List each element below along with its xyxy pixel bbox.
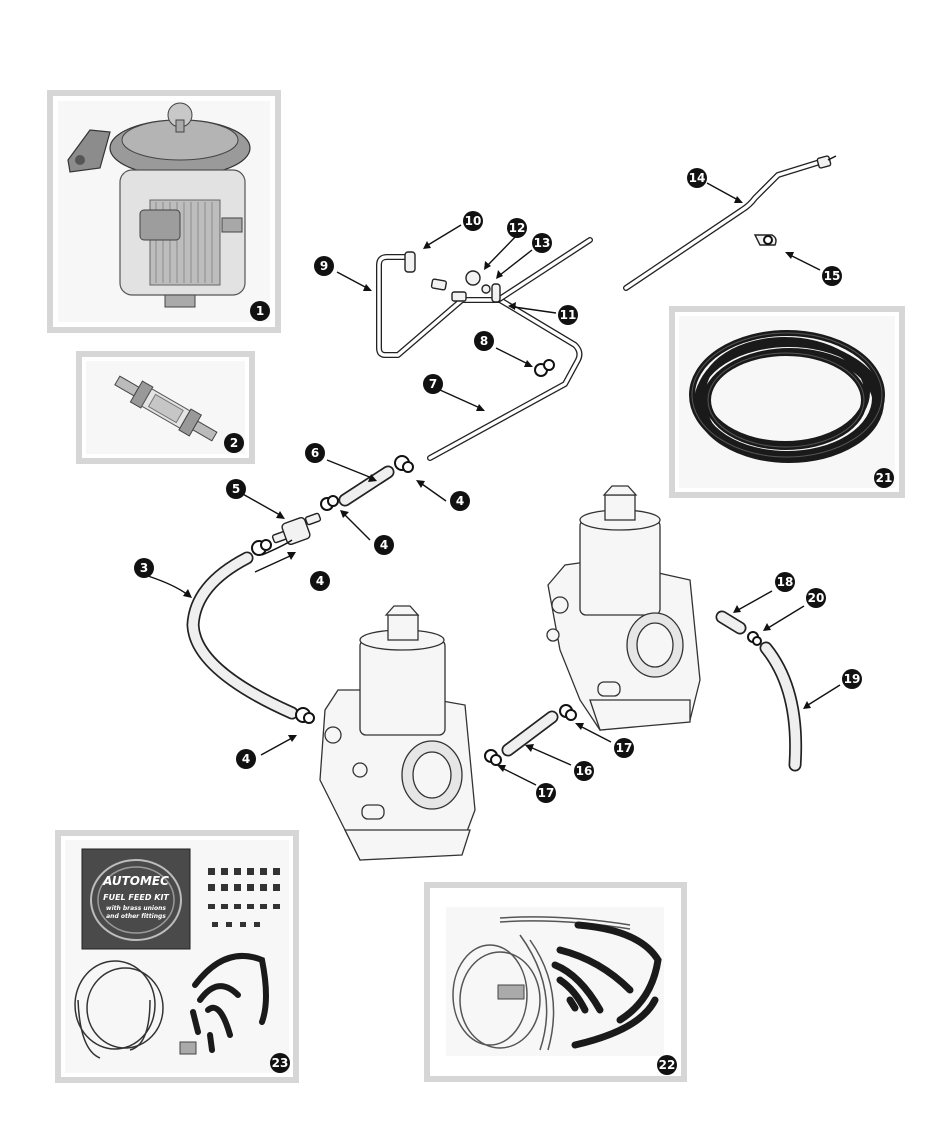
svg-text:11: 11	[560, 308, 577, 322]
svg-text:4: 4	[380, 538, 388, 552]
svg-text:4: 4	[456, 494, 464, 508]
callout-21: 21	[874, 468, 894, 488]
callout-3: 3	[134, 558, 154, 578]
callout-12: 12	[507, 218, 527, 238]
callout-17-left: 17	[536, 783, 556, 803]
callout-14: 14	[687, 168, 707, 188]
clip-17-right	[559, 704, 577, 721]
callout-15: 15	[822, 266, 842, 286]
rear-carburettor-drawing	[546, 485, 701, 731]
callout-19: 19	[842, 669, 862, 689]
callout-17-right: 17	[614, 738, 634, 758]
inline-filter-5	[271, 512, 322, 546]
svg-text:20: 20	[808, 591, 825, 605]
kit-box-brand: AUTOMEC	[102, 874, 169, 888]
svg-text:23: 23	[272, 1056, 289, 1070]
callout-6: 6	[305, 443, 325, 463]
svg-text:10: 10	[465, 214, 482, 228]
clip-20	[747, 631, 762, 646]
svg-text:4: 4	[242, 752, 250, 766]
callout-11: 11	[558, 305, 578, 325]
fuel-pipe-14	[623, 155, 837, 291]
callout-5: 5	[226, 479, 246, 499]
fuel-pipe-9	[376, 237, 593, 461]
clip-4-upper	[394, 455, 414, 473]
hose-16	[501, 710, 559, 757]
hose-19	[759, 641, 803, 772]
callout-1: 1	[250, 301, 270, 321]
clip-17-left	[484, 749, 502, 766]
callout-20: 20	[806, 588, 826, 608]
clip-8	[534, 359, 555, 377]
fuel-hose-coil-image	[679, 316, 895, 488]
front-carburettor-drawing	[319, 605, 476, 861]
callout-13: 13	[532, 233, 552, 253]
svg-text:14: 14	[689, 171, 706, 185]
callout-18: 18	[775, 572, 795, 592]
automec-fuel-kit-image: AUTOMEC FUEL FEED KIT with brass unions …	[65, 840, 289, 1073]
svg-text:8: 8	[480, 334, 488, 348]
callout-10: 10	[463, 211, 483, 231]
kit-box-subtitle-2: and other fittings	[106, 913, 166, 920]
callout-4-lower: 4	[236, 749, 256, 769]
svg-text:3: 3	[140, 561, 148, 575]
svg-text:12: 12	[509, 221, 526, 235]
callout-9: 9	[314, 256, 334, 276]
callout-7: 7	[423, 374, 443, 394]
hose-18	[715, 610, 747, 635]
svg-text:15: 15	[824, 269, 841, 283]
svg-text:22: 22	[659, 1058, 676, 1072]
svg-text:1: 1	[256, 304, 264, 318]
callout-4-left: 4	[310, 571, 330, 591]
svg-text:2: 2	[230, 436, 238, 450]
inline-glass-filter-image	[86, 361, 245, 454]
clip-4-mid	[320, 495, 339, 511]
svg-text:7: 7	[429, 377, 437, 391]
svg-text:19: 19	[844, 672, 861, 686]
svg-text:4: 4	[316, 574, 324, 588]
svg-text:9: 9	[320, 259, 328, 273]
svg-text:13: 13	[534, 236, 551, 250]
fuel-feed-kit-image	[446, 907, 664, 1056]
fuel-filter-regulator-image	[58, 101, 270, 322]
callout-4-mid: 4	[374, 535, 394, 555]
callout-8: 8	[474, 331, 494, 351]
callout-2: 2	[224, 433, 244, 453]
svg-text:17: 17	[538, 786, 555, 800]
callout-22: 22	[657, 1055, 677, 1075]
svg-text:18: 18	[777, 575, 794, 589]
clip-4-lower	[295, 707, 315, 724]
callout-4-upper: 4	[450, 491, 470, 511]
svg-text:21: 21	[876, 471, 893, 485]
leader-lines	[147, 182, 841, 786]
hose-3	[186, 551, 299, 720]
kit-box-subtitle-1: with brass unions	[106, 905, 166, 912]
kit-box-title: FUEL FEED KIT	[103, 893, 169, 902]
svg-text:17: 17	[616, 741, 633, 755]
callout-16: 16	[574, 761, 594, 781]
svg-text:5: 5	[232, 482, 240, 496]
svg-text:6: 6	[311, 446, 319, 460]
clip-4-left	[251, 539, 272, 556]
callout-23: 23	[270, 1053, 290, 1073]
hose-6	[338, 465, 395, 507]
svg-text:16: 16	[576, 764, 593, 778]
